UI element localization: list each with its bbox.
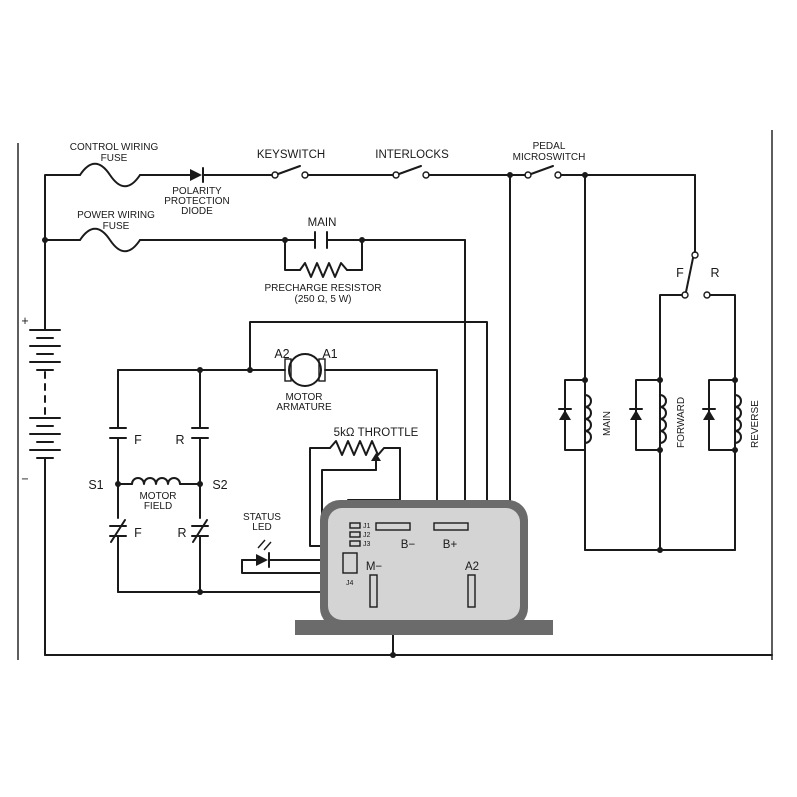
power-wiring: [42, 227, 466, 519]
a2-terminal-label: A2: [465, 561, 479, 573]
coil-main-label: MAIN: [602, 411, 613, 436]
terminal-b-minus: [375, 522, 411, 531]
motor-field-symbol: [131, 477, 181, 485]
m-minus-label: M−: [366, 561, 383, 573]
polarity-diode-symbol: [190, 167, 204, 183]
field-f-top-label: F: [134, 433, 142, 447]
armature-label-1: MOTOR: [285, 392, 322, 403]
s1-label: S1: [88, 478, 103, 492]
throttle-wiring: [309, 174, 511, 547]
field-r-bottom-label: R: [177, 526, 186, 540]
status-led-label-1: STATUS: [243, 512, 281, 523]
control-fuse-label-2: FUSE: [101, 153, 128, 164]
keyswitch-label: KEYSWITCH: [257, 149, 325, 161]
field-f-bottom-label: F: [134, 526, 142, 540]
b-plus-label: B+: [443, 539, 458, 551]
motor-armature-symbol: [288, 353, 322, 387]
labels: CONTROL WIRING FUSE POWER WIRING FUSE PO…: [21, 141, 761, 587]
polarity-label-1: POLARITY: [172, 186, 222, 197]
control-fuse-symbol: [79, 162, 141, 188]
motor-field-label-1: MOTOR: [139, 491, 176, 502]
main-contactor-label: MAIN: [308, 217, 337, 229]
throttle-potentiometer-symbol: [329, 440, 401, 456]
fr-switch-r-label: R: [710, 266, 719, 280]
field-r-top-label: R: [175, 433, 184, 447]
terminal-j4-label: J4: [346, 580, 354, 587]
polarity-label-2: PROTECTION: [164, 196, 230, 207]
power-fuse-label-1: POWER WIRING: [77, 210, 155, 221]
a1-label: A1: [322, 347, 337, 361]
power-fuse-label-2: FUSE: [103, 221, 130, 232]
status-led-label-2: LED: [252, 522, 271, 533]
power-fuse-symbol: [79, 227, 141, 253]
polarity-label-3: DIODE: [181, 206, 213, 217]
contactor-coils: [558, 174, 742, 553]
status-led-symbol: [256, 554, 268, 566]
motor-armature-wiring: [117, 321, 488, 511]
armature-label-2: ARMATURE: [276, 402, 332, 413]
frame: [17, 130, 773, 660]
control-fuse-label-1: CONTROL WIRING: [70, 142, 159, 153]
reverse-coil-symbol: [734, 394, 742, 444]
precharge-label-1: PRECHARGE RESISTOR: [264, 283, 381, 294]
coil-forward-label: FORWARD: [676, 397, 687, 448]
terminal-j1-label: J1: [363, 523, 371, 530]
terminal-b-plus: [433, 522, 469, 531]
throttle-label: 5kΩ THROTTLE: [334, 427, 419, 439]
battery-plus-label: +: [21, 314, 28, 328]
fr-switch-f-label: F: [676, 266, 684, 280]
control-wiring: [44, 162, 696, 253]
pedal-label-2: MICROSWITCH: [513, 152, 586, 163]
main-contactor-symbol: [314, 231, 328, 249]
forward-coil-symbol: [659, 394, 667, 444]
terminal-m-minus: [369, 574, 378, 608]
battery-minus-label: −: [21, 472, 28, 486]
pedal-label-1: PEDAL: [533, 141, 566, 152]
interlocks-symbol: [392, 165, 430, 179]
terminal-j3-label: J3: [363, 541, 371, 548]
b-minus-label: B−: [401, 539, 416, 551]
battery-pack: [29, 239, 61, 656]
main-coil-symbol: [584, 394, 592, 444]
keyswitch-symbol: [271, 165, 309, 179]
motor-field-label-2: FIELD: [144, 501, 172, 512]
motor-controller: [295, 500, 553, 635]
pedal-microswitch-symbol: [524, 165, 562, 179]
a2-label: A2: [274, 347, 289, 361]
terminal-a2: [467, 574, 476, 608]
terminal-j2-label: J2: [363, 532, 371, 539]
s2-label: S2: [212, 478, 227, 492]
precharge-resistor-symbol: [299, 262, 348, 278]
interlocks-label: INTERLOCKS: [375, 149, 449, 161]
coil-reverse-label: REVERSE: [750, 400, 761, 448]
precharge-label-2: (250 Ω, 5 W): [295, 294, 352, 305]
